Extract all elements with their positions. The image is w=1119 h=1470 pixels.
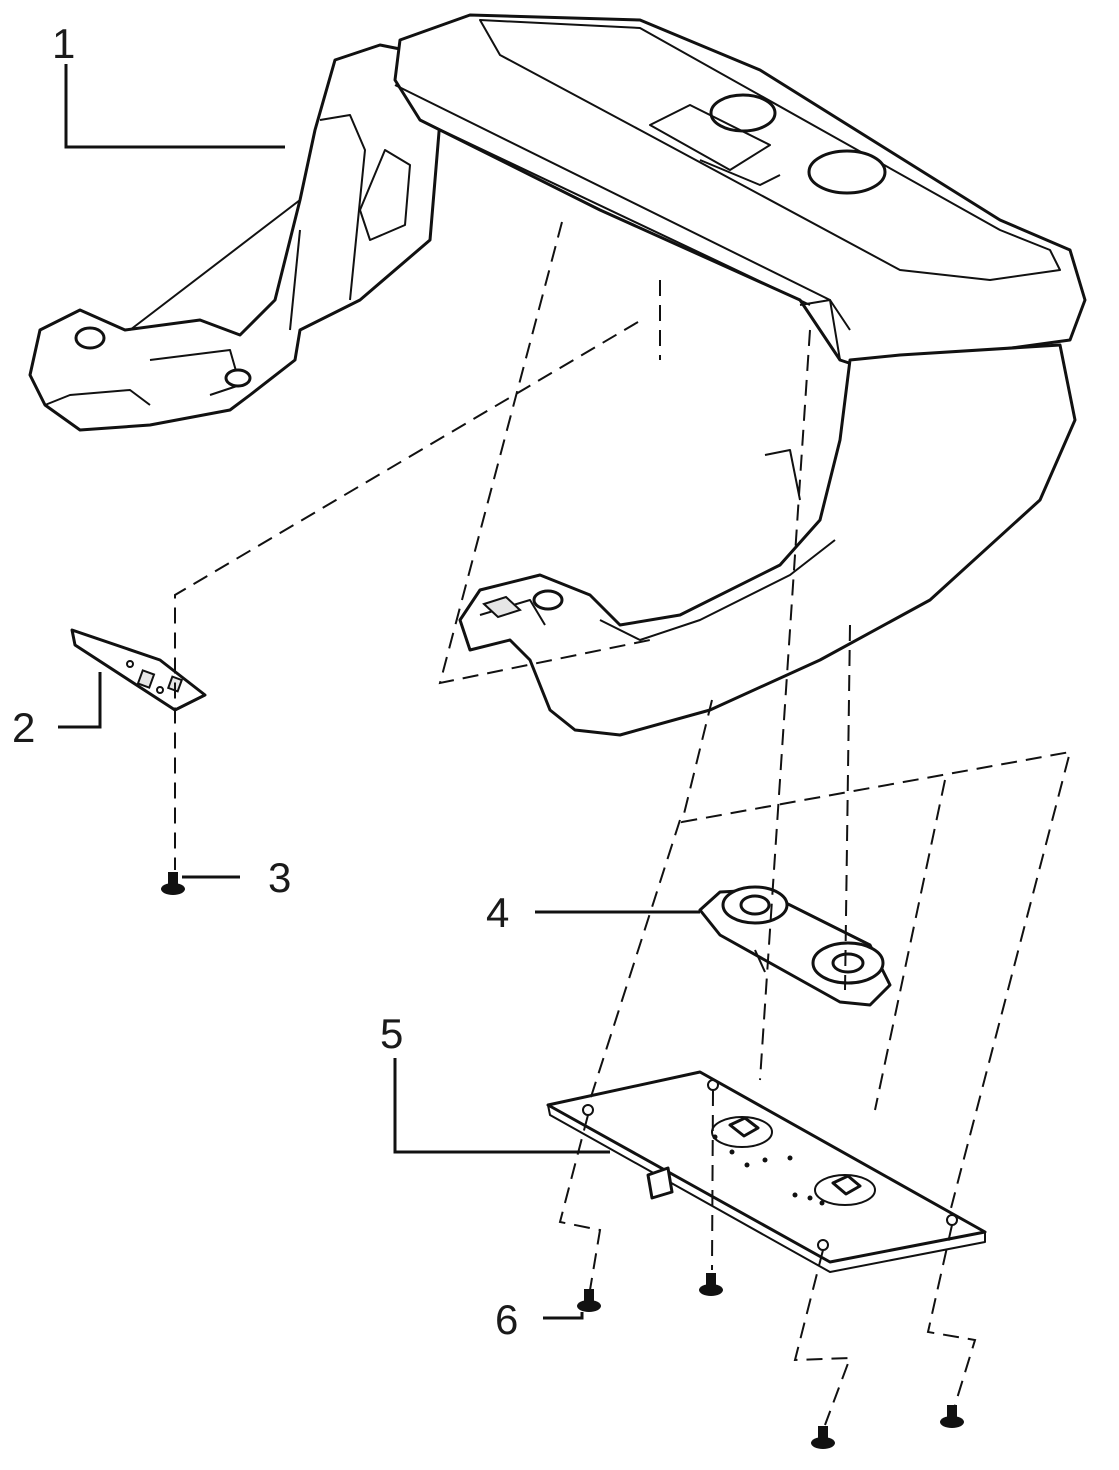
callout-1: 1 (52, 20, 75, 67)
screw-b (699, 1273, 723, 1296)
part-4-button-pad (698, 885, 892, 1007)
assembly-lines (174, 221, 1072, 1426)
callout-labels: 1 2 3 4 5 6 (12, 20, 518, 1343)
housing-left-bracket (28, 43, 442, 432)
housing-top-cover (393, 13, 1087, 372)
part-6-screws (577, 1273, 964, 1449)
leader-lines (58, 64, 700, 1320)
callout-3: 3 (268, 854, 291, 901)
screw-d (940, 1405, 964, 1428)
callout-5: 5 (380, 1010, 403, 1057)
leader-5 (393, 1058, 610, 1154)
leader-2 (58, 672, 102, 729)
callout-6: 6 (495, 1296, 518, 1343)
callout-2: 2 (12, 704, 35, 751)
screw-a (577, 1289, 601, 1312)
part-1-housing (28, 13, 1087, 737)
screw-c (811, 1426, 835, 1449)
part-5-main-board (546, 1070, 987, 1273)
housing-front-shell (458, 343, 1077, 737)
leader-6 (543, 1312, 584, 1320)
part-2-sensor-board (70, 628, 207, 712)
part-3-screw (161, 872, 185, 895)
callout-4: 4 (486, 889, 509, 936)
leader-1 (64, 64, 285, 149)
